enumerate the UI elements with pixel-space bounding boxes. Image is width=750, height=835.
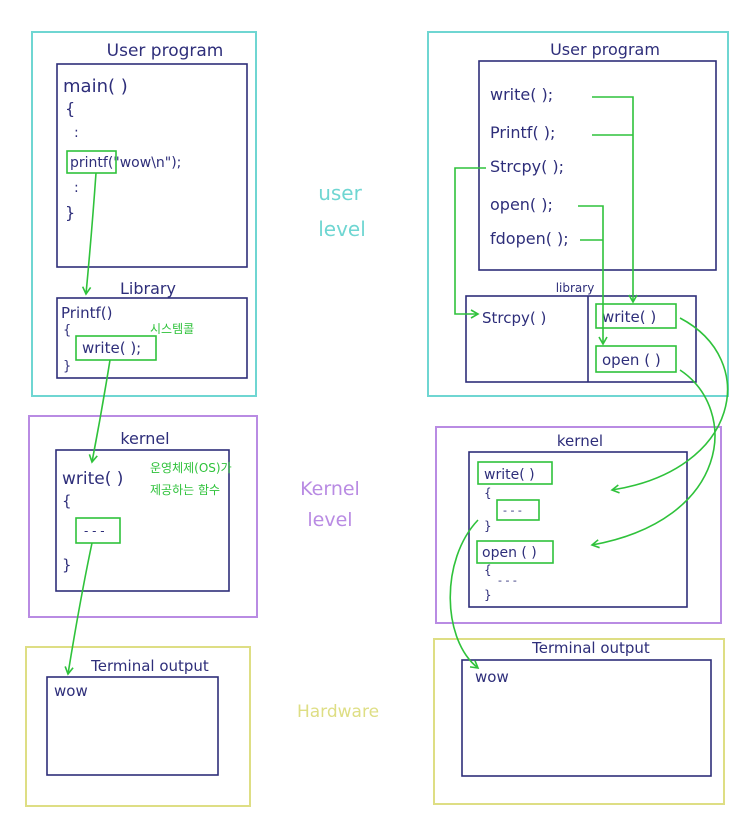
right-arrow-kernel-to-terminal [449,519,480,669]
left-code-dots-2: : [74,180,79,196]
left-user-program-box [56,63,248,268]
left-code-dots-1: : [74,125,79,141]
left-printf-highlight [66,150,117,174]
right-hardware-frame [433,638,725,805]
right-arrow-lib-write-to-kernel [610,317,729,494]
kernel-level-label-1: Kernel [300,478,360,500]
left-terminal-text: wow [54,682,88,700]
right-terminal-title: Terminal output [531,639,650,657]
right-arrow-lib-open-to-kernel [590,369,716,549]
right-arrow-strcpy-to-lib-strcpy [454,167,486,319]
right-code-strcpy: Strcpy( ); [490,157,564,176]
left-code-close-brace: } [65,203,75,222]
right-kernel-write-close-brace: } [484,519,492,533]
left-kernel-title: kernel [120,429,169,448]
right-lib-write-highlight [595,303,677,329]
user-level-label-1: user [318,181,362,205]
left-kernel-close-brace: } [62,556,72,574]
right-lib-open: open ( ) [602,351,661,369]
right-kernel-box [468,451,688,608]
left-lib-open-brace: { [63,323,71,338]
left-lib-write-highlight [75,335,157,361]
left-arrow-write-to-kernel [88,359,111,464]
right-lib-open-highlight [595,345,677,373]
left-terminal-box [46,676,219,776]
left-code-open-brace: { [65,99,75,118]
right-kernel-write-highlight [477,461,553,485]
hardware-label: Hardware [297,702,379,722]
right-kernel-write-open-brace: { [484,486,492,500]
right-arrow-write-to-lib-write [592,96,638,304]
left-kernel-write: write( ) [62,469,123,489]
right-code-write: write( ); [490,85,553,104]
right-lib-write: write( ) [602,308,656,326]
right-kernel-write: write( ) [484,467,535,483]
right-user-program-title: User program [550,40,660,59]
right-code-open: open( ); [490,195,553,214]
right-terminal-text: wow [475,668,509,686]
left-user-level-frame [31,31,257,397]
right-terminal-box [461,659,712,777]
right-kernel-title: kernel [557,432,603,450]
right-user-level-frame [427,31,729,397]
right-code-fdopen: fdopen( ); [490,229,569,248]
left-kernel-open-brace: { [62,492,72,510]
left-os-function-note-1: 운영체제(OS)가 [150,461,232,475]
right-kernel-write-body-highlight [496,499,540,521]
left-kernel-level-frame [28,415,258,618]
left-code-printf-call: printf("wow\n"); [70,155,181,171]
right-code-printf: Printf( ); [490,123,555,142]
left-hardware-frame [25,646,251,807]
kernel-level-label-2: level [307,509,352,531]
right-kernel-open-body: - - - [498,574,517,587]
left-code-main: main( ) [63,76,128,97]
right-lib-strcpy: Strcpy( ) [482,309,546,327]
right-kernel-open: open ( ) [482,545,537,561]
right-kernel-open-close-brace: } [484,588,492,602]
left-lib-close-brace: } [63,359,71,374]
left-kernel-body-highlight [75,517,121,544]
left-kernel-body: - - - [84,524,105,538]
right-arrow-open-to-lib-open [578,205,608,346]
left-lib-printf: Printf() [61,304,113,322]
right-library-title: library [556,281,595,295]
left-arrow-kernel-to-terminal [64,542,93,676]
left-syscall-note: 시스템콜 [150,322,194,336]
right-kernel-open-highlight [476,540,554,564]
left-lib-write-call: write( ); [82,339,141,357]
right-kernel-open-open-brace: { [484,563,492,577]
user-level-label-2: level [318,217,366,241]
left-kernel-box [55,449,230,592]
left-os-function-note-2: 제공하는 함수 [150,483,220,497]
left-terminal-title: Terminal output [90,657,209,675]
right-library-box [465,295,697,383]
right-kernel-level-frame [435,426,722,624]
left-user-program-title: User program [107,41,224,61]
left-library-title: Library [120,279,176,298]
right-kernel-write-body: - - - [503,504,522,517]
left-library-box [56,297,248,379]
left-arrow-printf-to-library [81,172,97,296]
right-user-program-box [478,60,717,271]
